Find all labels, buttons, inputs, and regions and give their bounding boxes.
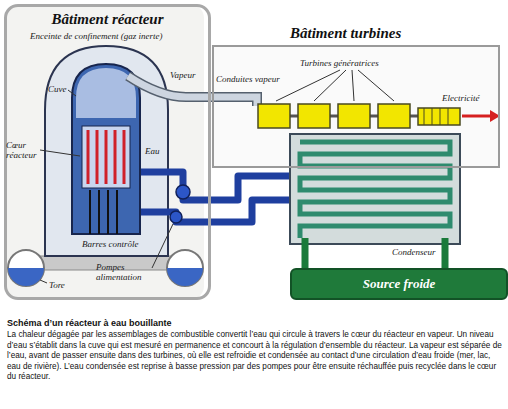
condenser-coil: [300, 142, 450, 238]
condenser-label: Condenseur: [392, 247, 436, 257]
vessel: [72, 64, 140, 234]
generator-winding: [424, 108, 448, 125]
torus-label: Tore: [49, 280, 65, 290]
reactor-core: [82, 126, 130, 188]
turbines: [258, 104, 410, 128]
turbines-label: Turbines génératrices: [300, 58, 379, 68]
cooling-pipe: [305, 238, 445, 270]
steam-label: Vapeur: [170, 70, 196, 80]
containment: [45, 46, 168, 256]
building-title: Bâtiment turbines: [290, 25, 401, 42]
building-title: Source froide: [292, 270, 506, 298]
figure-title: Schéma d’un réacteur à eau bouillante: [7, 318, 172, 328]
electricity-arrow: [462, 115, 492, 118]
figure-caption: La chaleur dégagée par les assemblages d…: [7, 330, 503, 383]
torus-water: [8, 268, 44, 286]
feed-pump: [176, 185, 190, 199]
cold-source: Source froide: [290, 268, 508, 300]
water-label: Eau: [145, 146, 160, 156]
feed-pipe: [140, 172, 292, 200]
vessel-steam: [76, 68, 136, 118]
core-label: Cœur réacteur: [6, 140, 42, 160]
electricity-label: Electricité: [442, 93, 479, 103]
control-rods-label: Barres contrôle: [82, 239, 138, 249]
torus-water: [167, 268, 203, 286]
generator: [418, 108, 460, 125]
pumps-label: Pompes alimentation: [96, 262, 154, 282]
reactor-building-fill: [5, 5, 204, 299]
torus-left: [8, 250, 44, 286]
containment-label: Enceinte de confinement (gaz inerte): [30, 31, 162, 41]
fuel-rods: [88, 130, 124, 184]
steam-pipes-label: Conduites vapeur: [216, 74, 280, 84]
condenser: [290, 134, 460, 244]
feed-pipe: [140, 200, 292, 222]
building-title: Bâtiment réacteur: [7, 11, 208, 28]
control-rods: [90, 190, 117, 234]
feed-pump: [170, 211, 182, 223]
torus-right: [167, 250, 203, 286]
vessel-label: Cuve: [48, 84, 67, 94]
